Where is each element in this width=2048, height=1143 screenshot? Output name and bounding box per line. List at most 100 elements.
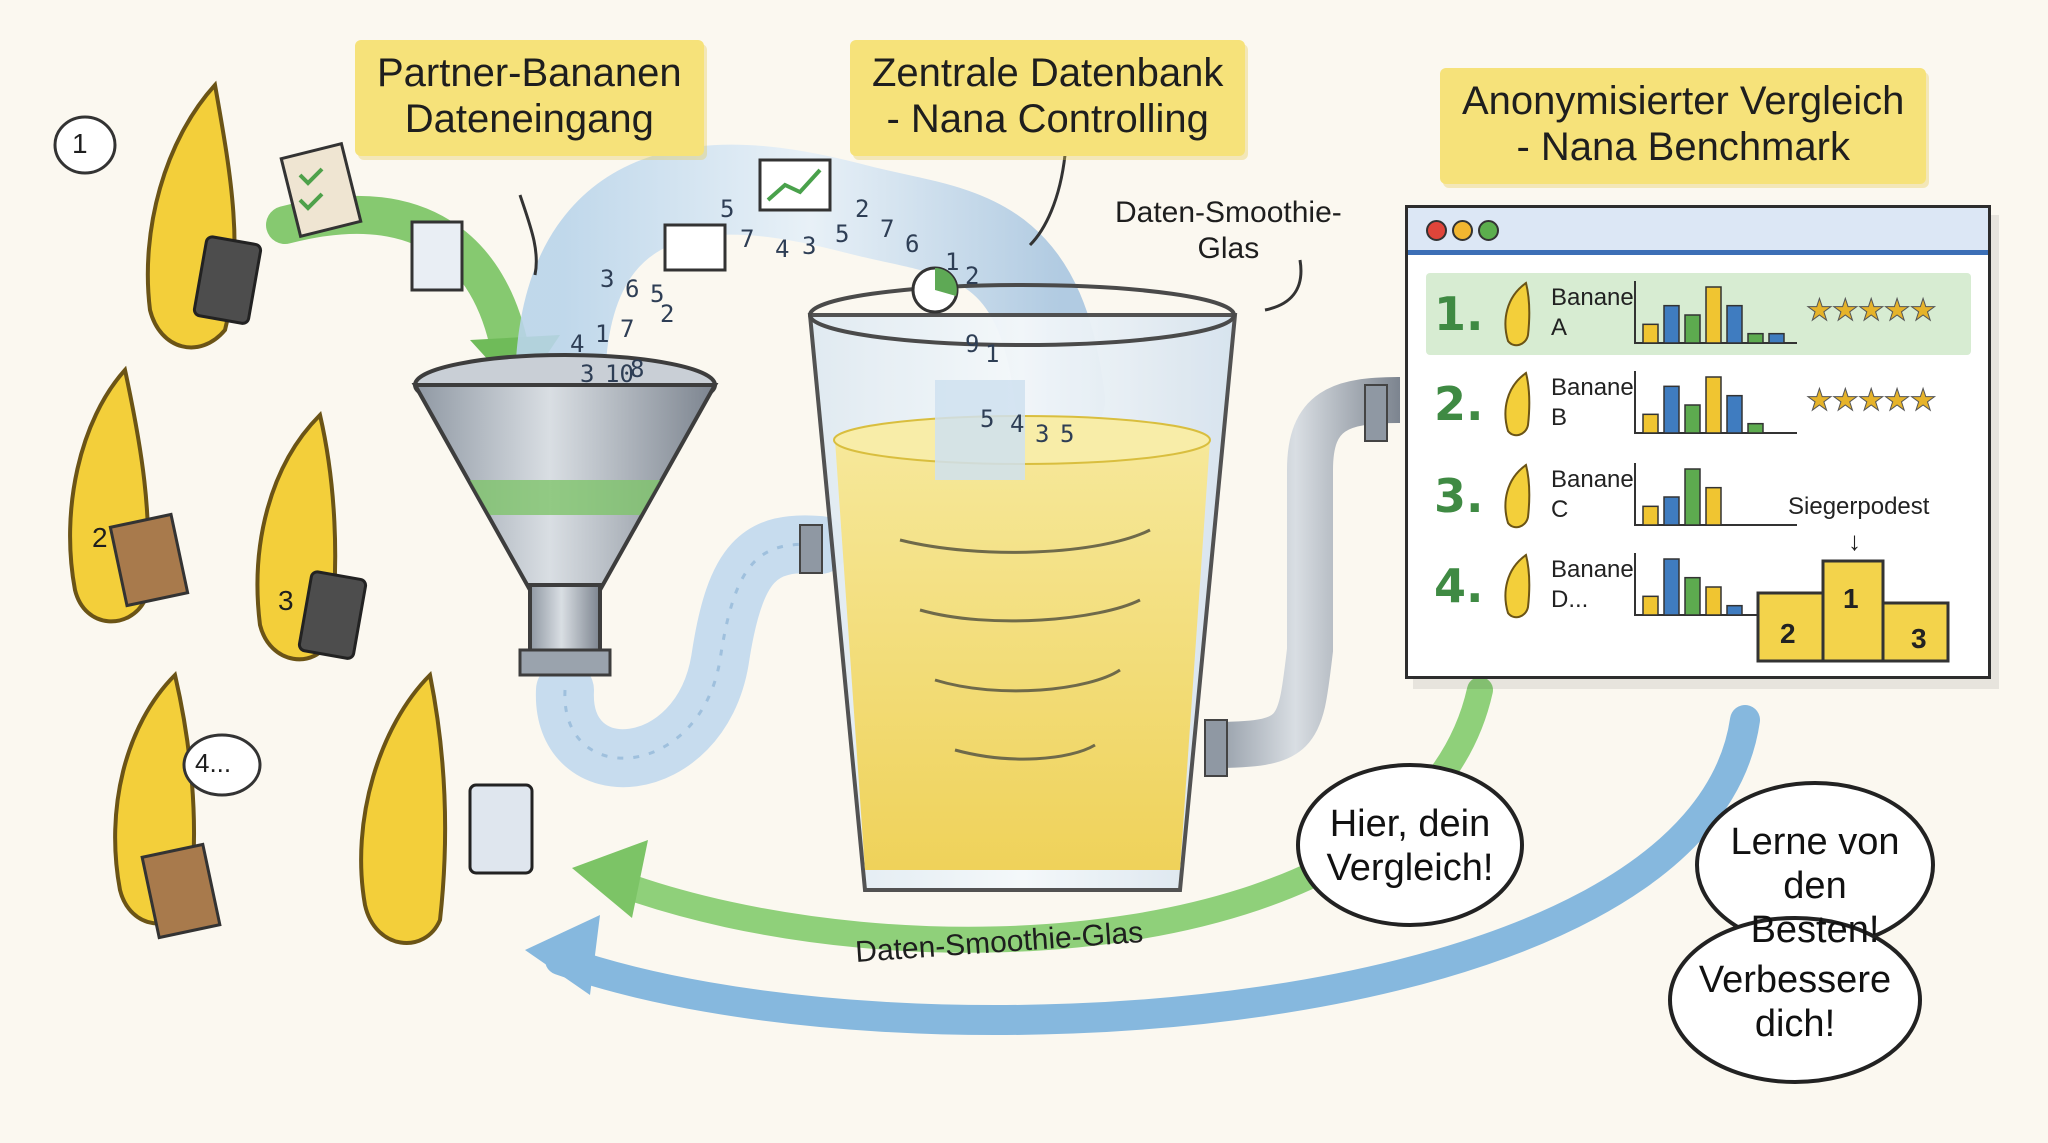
stream-digit: 2 (855, 195, 870, 223)
glass-label-top: Daten-Smoothie- Glas (1115, 195, 1342, 267)
mini-bar (1705, 486, 1722, 526)
mini-bar (1642, 323, 1659, 344)
mini-bar (1642, 505, 1659, 526)
mini-bar (1663, 496, 1680, 526)
speech-bubble-4 (182, 733, 262, 797)
mini-bar (1705, 586, 1722, 616)
banana-name-line: Banane (1551, 466, 1634, 493)
banana-icon (1504, 281, 1531, 347)
funnel (411, 353, 719, 677)
glass-label-top-line2: Glas (1197, 232, 1260, 265)
mini-bar (1642, 413, 1659, 434)
stream-digit: 2 (965, 262, 980, 290)
stream-digit: 1 (985, 340, 1000, 368)
mini-bar (1705, 376, 1722, 434)
stream-digit: 5 (835, 220, 850, 248)
speech-bubbles-large (1296, 763, 1935, 1084)
stream-digit: 4 (1010, 410, 1025, 438)
comparison-line1: Hier, dein (1329, 803, 1491, 845)
banana-2-number: 2 (92, 522, 108, 553)
learn-line1: Lerne von (1730, 821, 1900, 863)
banana-1-speech: 1 (72, 128, 88, 159)
tablet-icon (192, 235, 263, 325)
database-heading: Zentrale Datenbank - Nana Controlling (850, 40, 1246, 156)
learn-line2: den Besten! (1750, 865, 1880, 951)
banana-icon (1504, 463, 1531, 529)
improve-bubble (1668, 916, 1922, 1084)
mini-bar (1663, 385, 1680, 434)
database-heading-line1: Zentrale Datenbank (872, 51, 1224, 95)
tablet-chart-icon (468, 783, 534, 875)
stream-digit: 3 (1035, 420, 1050, 448)
mini-bar (1642, 595, 1659, 616)
podium-place-1: 1 (1843, 583, 1859, 614)
podium-place-2: 2 (1780, 618, 1796, 649)
stream-digit: 3 (600, 265, 615, 293)
stream-digit: 3 (580, 360, 595, 388)
speech-bubble-1 (53, 115, 117, 175)
comparison-bubble (1296, 763, 1524, 927)
intake-heading-line1: Partner-Bananen (377, 51, 682, 95)
blue-arrow-head (525, 915, 600, 995)
mini-bar (1726, 304, 1743, 344)
mini-bar (1684, 404, 1701, 434)
banana-icon (1504, 553, 1531, 619)
close-dot[interactable] (1426, 220, 1447, 241)
stream-digit: 5 (720, 195, 735, 223)
glass-label-top-line1: Daten-Smoothie- (1115, 196, 1342, 229)
banana-icon (1504, 371, 1531, 437)
mini-bar-chart (1634, 463, 1797, 526)
tablet-icon-2 (297, 570, 368, 660)
mini-bar-chart (1634, 281, 1797, 344)
rank-number: 1. (1434, 287, 1484, 341)
rank-number: 2. (1434, 377, 1484, 431)
banana-name-line: B (1551, 404, 1568, 431)
mini-bar (1663, 304, 1680, 344)
mini-bar (1705, 286, 1722, 344)
stream-digit: 5 (650, 280, 665, 308)
stream-digit: 6 (625, 275, 640, 303)
improve-line1: Verbessere (1698, 959, 1892, 1001)
podium-place-3: 3 (1911, 623, 1927, 654)
banana-4-speech: 4... (195, 748, 232, 778)
stream-digit: 4 (570, 330, 585, 358)
window-titlebar (1408, 208, 1988, 255)
mini-bar (1684, 576, 1701, 616)
stream-digit: 7 (620, 315, 635, 343)
minimize-dot[interactable] (1452, 220, 1473, 241)
comparison-speech: Hier, dein Vergleich! (1320, 802, 1500, 890)
mini-bar (1684, 314, 1701, 344)
benchmark-heading-line2: - Nana Benchmark (1516, 125, 1850, 169)
stream-digit: 10 (605, 360, 634, 388)
learn-speech: Lerne von den Besten! (1715, 820, 1915, 952)
intake-heading-line2: Dateneingang (404, 97, 654, 141)
stream-digit: 3 (802, 232, 817, 260)
mini-bar (1768, 332, 1785, 344)
star-rating: ★★★★★ (1805, 294, 1936, 328)
mini-bar (1684, 468, 1701, 526)
maximize-dot[interactable] (1478, 220, 1499, 241)
stream-digit: 2 (660, 300, 675, 328)
mini-bar (1747, 332, 1764, 344)
banana-3-number: 3 (278, 585, 294, 616)
banana-5 (359, 670, 448, 945)
green-arrow-head (572, 840, 648, 918)
intake-heading: Partner-Bananen Dateneingang (355, 40, 704, 156)
glass-label-arrow (1264, 259, 1303, 312)
stream-digit: 1 (945, 248, 960, 276)
data-stream-tube (515, 144, 1105, 445)
podium-pointer: ↓ (1848, 526, 1861, 556)
speech-bubbles-small (53, 115, 262, 797)
clipboard-icon (279, 141, 363, 239)
banana-name-line: Banane (1551, 284, 1634, 311)
